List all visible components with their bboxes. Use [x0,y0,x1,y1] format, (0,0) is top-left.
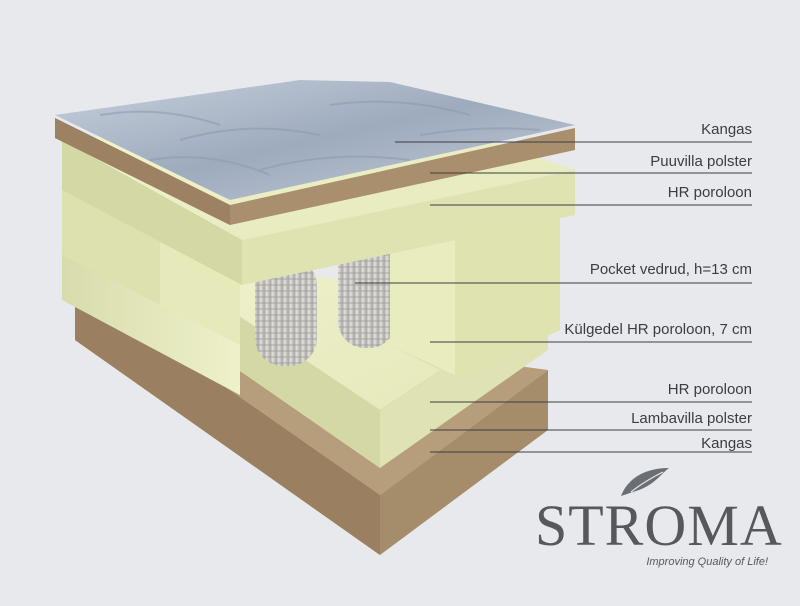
label-hr-poroloon-top: HR poroloon [667,184,752,201]
label-kangas-bottom: Kangas [701,435,752,452]
label-lambavilla-polster: Lambavilla polster [631,410,752,427]
label-puuvilla-polster: Puuvilla polster [650,153,752,170]
spring-coil [255,258,317,366]
spring-coil [338,240,396,348]
brand-logo: STROMA Improving Quality of Life! [535,468,782,590]
label-kulgedel-hr-poroloon: Külgedel HR poroloon, 7 cm [564,321,752,338]
top-wool-layer [55,118,575,225]
label-hr-poroloon-bottom: HR poroloon [667,381,752,398]
feather-icon [621,468,669,496]
fabric-cover [55,80,575,200]
label-pocket-vedrud: Pocket vedrud, h=13 cm [589,261,752,278]
brand-tagline: Improving Quality of Life! [646,556,768,568]
callout-lines [355,141,752,453]
label-kangas-top: Kangas [701,121,752,138]
brand-name: STROMA [535,493,783,558]
